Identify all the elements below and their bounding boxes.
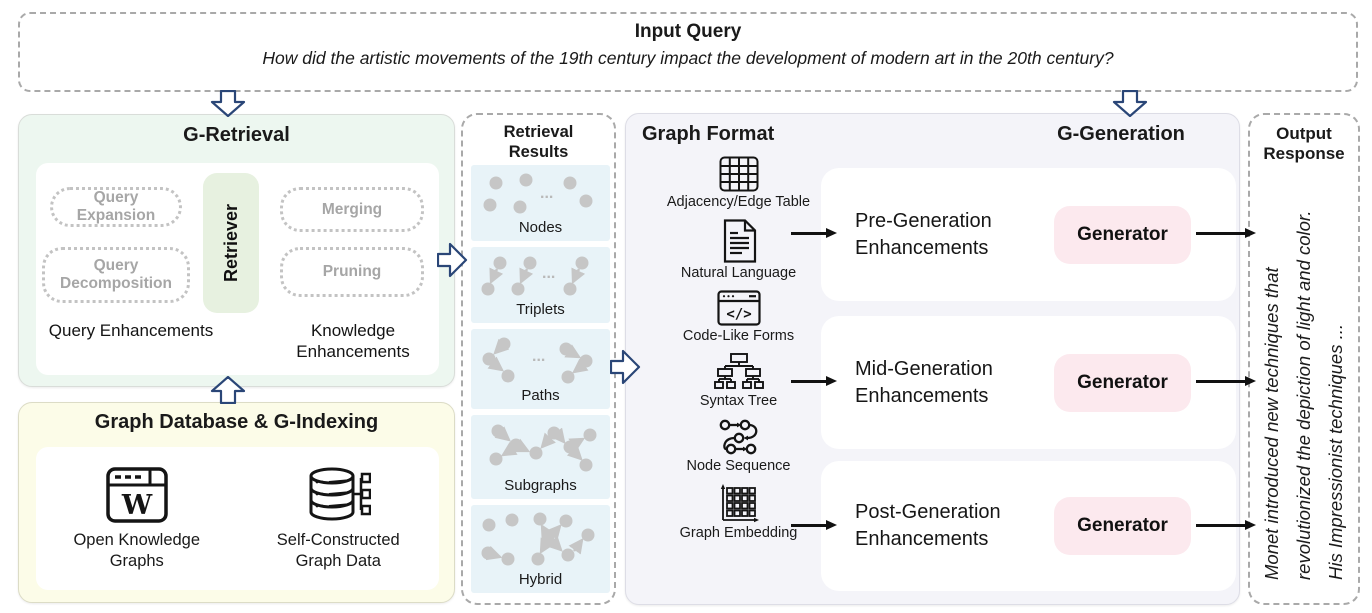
input-query-text: How did the artistic movements of the 19…	[262, 48, 1114, 68]
retrieval-results-title: Retrieval Results	[503, 123, 574, 161]
arrow-generator1-to-output	[1196, 228, 1256, 238]
tile-triplets: ... Triplets	[471, 247, 610, 323]
format-label: Syntax Tree	[699, 393, 778, 409]
syntax-tree-icon	[713, 353, 764, 391]
subgraphs-graphic	[489, 424, 597, 472]
arrow-format-to-pre-generation	[791, 228, 837, 238]
tile-label: Paths	[521, 387, 560, 404]
arrow-format-to-post-generation	[791, 520, 837, 530]
graph-database-panel: Graph Database & G-Indexing W Open Knowl…	[18, 402, 455, 603]
svg-text:...: ...	[542, 265, 555, 282]
output-response-title: Output Response	[1263, 124, 1345, 164]
query-expansion-pill: Query Expansion	[50, 187, 182, 227]
graph-format-title: Graph Format	[642, 123, 775, 145]
embedding-matrix-icon	[718, 483, 760, 523]
document-icon	[721, 219, 757, 263]
code-window-icon: </>	[716, 290, 761, 326]
input-query-title: Input Query	[634, 21, 742, 42]
svg-text:...: ...	[540, 185, 553, 202]
arrow-generator3-to-output	[1196, 520, 1256, 530]
arrow-retrieval-to-results	[437, 242, 468, 278]
format-item-code-like-forms: </> Code-Like Forms	[636, 290, 841, 344]
output-response-text: Monet introduced new techniques that rev…	[1261, 210, 1346, 580]
graph-format-column: Adjacency/Edge Table Natural Language	[636, 156, 841, 541]
post-generation-box: Post-Generation Enhancements Generator	[821, 461, 1236, 591]
triplets-graphic: ...	[481, 256, 589, 296]
g-retrieval-title: G-Retrieval	[183, 124, 290, 146]
format-label: Natural Language	[680, 265, 797, 281]
format-label: Graph Embedding	[679, 525, 798, 541]
generation-panel: Graph Format G-Generation Adjacency/Edge…	[625, 113, 1240, 605]
retriever-label: Retriever	[220, 203, 241, 283]
generator-pill: Generator	[1054, 497, 1191, 555]
output-response-panel: Output Response Monet introduced new tec…	[1248, 113, 1360, 605]
stage-label: Post-Generation Enhancements	[855, 501, 1001, 550]
format-label: Code-Like Forms	[682, 328, 795, 344]
arrow-query-to-generation	[1112, 90, 1148, 117]
table-icon	[719, 156, 759, 192]
knowledge-enhancements-caption: Knowledge Enhancements	[296, 321, 410, 361]
format-label: Node Sequence	[686, 458, 791, 474]
generator-pill: Generator	[1054, 353, 1191, 412]
paths-graphic: ...	[482, 337, 593, 384]
retrieval-results-panel: Retrieval Results ... Nodes	[461, 113, 616, 605]
tile-subgraphs: Subgraphs	[471, 415, 610, 499]
format-item-syntax-tree: Syntax Tree	[636, 353, 841, 409]
self-constructed-graph-data-label: Self-Constructed Graph Data	[276, 530, 400, 570]
tile-paths: ... Paths	[471, 329, 610, 409]
svg-text:W: W	[121, 490, 153, 521]
open-knowledge-graphs-label: Open Knowledge Graphs	[73, 530, 201, 570]
tile-label: Nodes	[518, 219, 563, 236]
arrow-database-to-retrieval	[210, 376, 246, 404]
wikipedia-browser-icon: W	[106, 466, 168, 524]
self-constructed-graph-data-item: Self-Constructed Graph Data	[238, 447, 440, 590]
generator-pill: Generator	[1054, 205, 1191, 264]
query-decomposition-pill: Query Decomposition	[42, 247, 190, 303]
stage-label: Mid-Generation Enhancements	[855, 357, 993, 407]
g-retrieval-card: Query Expansion Query Decomposition Retr…	[36, 163, 439, 375]
svg-text:...: ...	[532, 348, 545, 365]
merging-pill: Merging	[280, 187, 424, 232]
open-knowledge-graphs-item: W Open Knowledge Graphs	[36, 447, 238, 590]
hybrid-graphic	[481, 512, 595, 566]
tile-label: Triplets	[516, 301, 565, 318]
format-item-natural-language: Natural Language	[636, 219, 841, 281]
retriever-pill: Retriever	[203, 173, 259, 313]
format-item-node-sequence: Node Sequence	[636, 418, 841, 474]
tile-label: Hybrid	[518, 571, 563, 588]
tile-hybrid: Hybrid	[471, 505, 610, 593]
nodes-graphic: ...	[483, 173, 593, 214]
graph-database-card: W Open Knowledge Graphs	[36, 447, 439, 590]
stage-label: Pre-Generation Enhancements	[855, 209, 992, 259]
arrow-results-to-format	[610, 349, 641, 385]
database-graph-icon	[305, 466, 372, 524]
g-generation-title: G-Generation	[1057, 123, 1185, 145]
tile-label: Subgraphs	[504, 477, 577, 494]
pruning-pill: Pruning	[280, 247, 424, 297]
format-item-graph-embedding: Graph Embedding	[636, 483, 841, 541]
query-enhancements-caption: Query Enhancements	[48, 321, 214, 340]
svg-text:</>: </>	[726, 307, 751, 323]
arrow-format-to-mid-generation	[791, 376, 837, 386]
format-label: Adjacency/Edge Table	[666, 194, 811, 210]
mid-generation-box: Mid-Generation Enhancements Generator	[821, 316, 1236, 449]
arrow-query-to-retrieval	[210, 90, 246, 117]
graph-database-title: Graph Database & G-Indexing	[94, 411, 379, 433]
tile-nodes: ... Nodes	[471, 165, 610, 241]
pre-generation-box: Pre-Generation Enhancements Generator	[821, 168, 1236, 301]
arrow-generator2-to-output	[1196, 376, 1256, 386]
g-retrieval-panel: G-Retrieval Query Expansion Query Decomp…	[18, 114, 455, 387]
format-item-adjacency-table: Adjacency/Edge Table	[636, 156, 841, 210]
node-sequence-icon	[717, 418, 761, 456]
input-query-panel: Input Query How did the artistic movemen…	[18, 12, 1358, 92]
